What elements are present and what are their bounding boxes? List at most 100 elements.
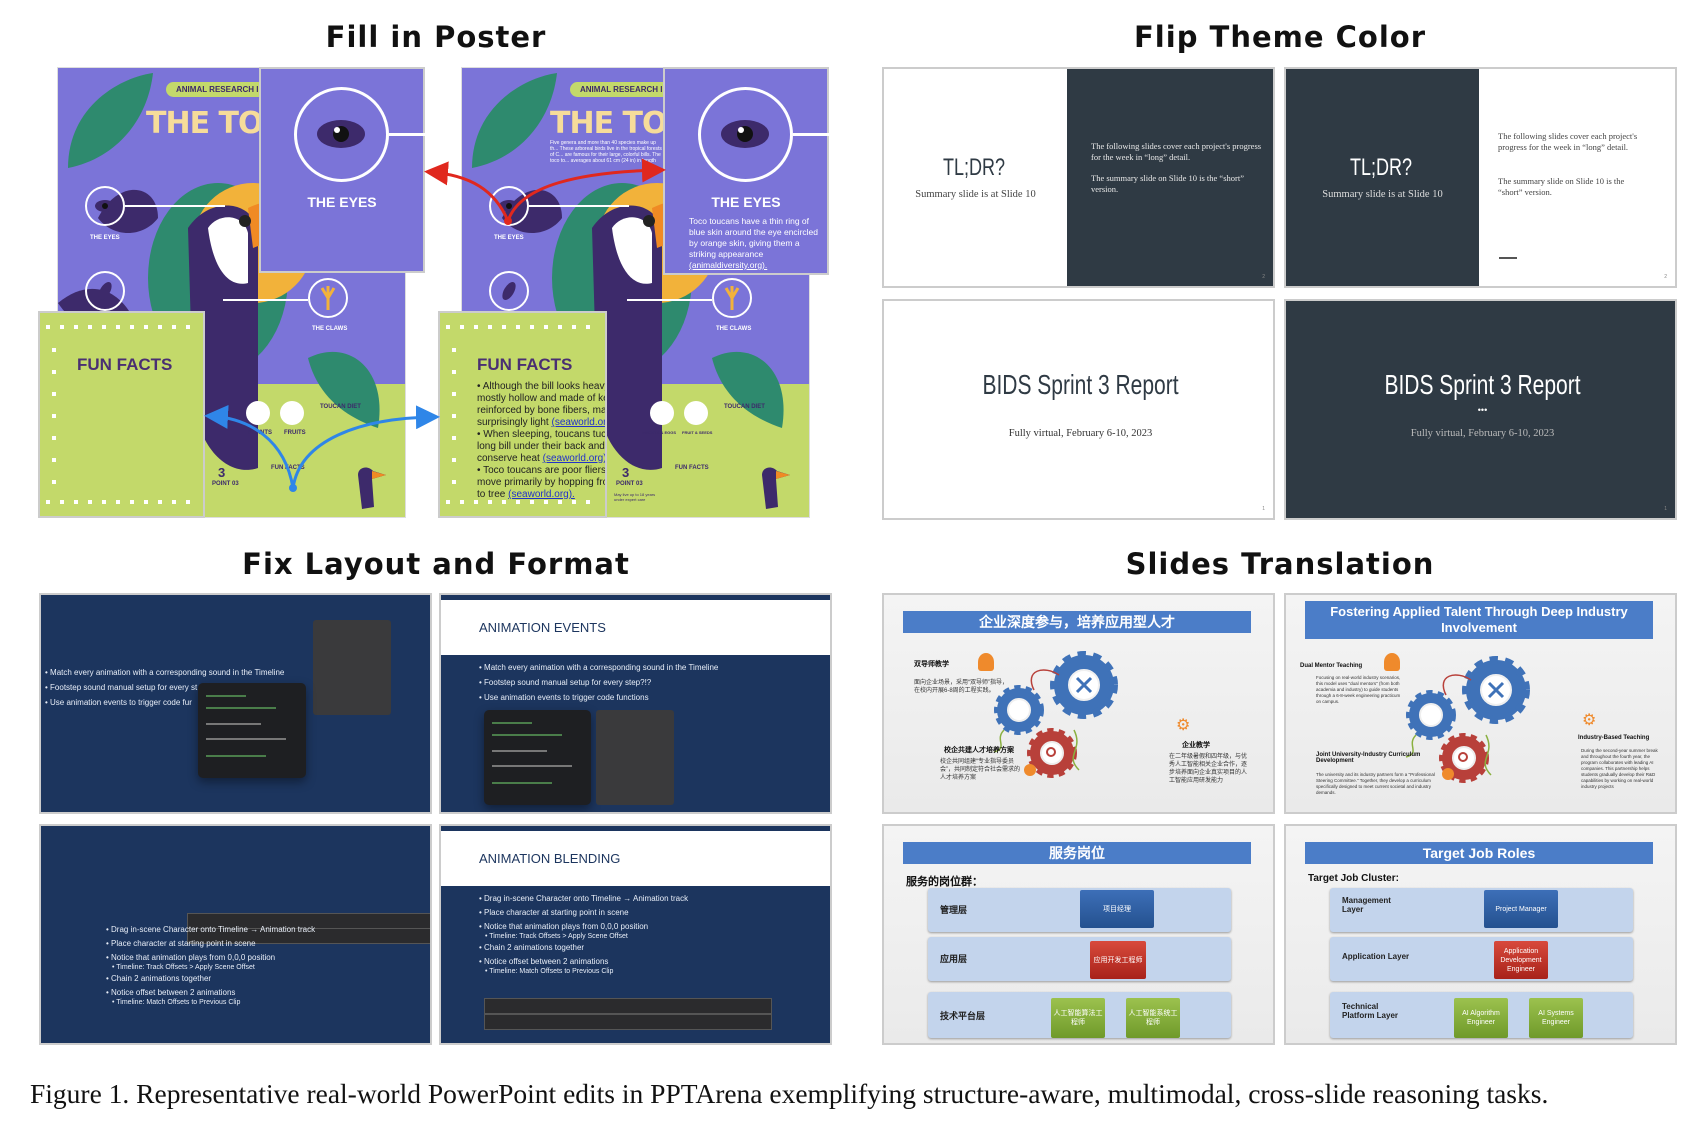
connector-line (529, 205, 629, 207)
layer-label: Technical Platform Layer (1342, 1002, 1399, 1020)
feather-icon (502, 281, 516, 301)
small-toucan-icon (762, 467, 790, 509)
dotted-border (52, 348, 56, 486)
bullet-text: Drag in-scene Character onto Timeline → … (111, 925, 316, 934)
claw-circle (308, 278, 348, 318)
bids-subtitle: Fully virtual, February 6-10, 2023 (1410, 428, 1555, 439)
bullet: • Drag in-scene Character onto Timeline … (479, 894, 689, 903)
slide-events-before[interactable]: • Match every animation with a correspon… (39, 593, 432, 814)
fruit-icon (684, 401, 708, 425)
dual-text: 面向企业场景，采用“双导师”指导，在校内开展6-8周的工程实践。 (914, 680, 1008, 694)
layer-label: 管理层 (940, 905, 968, 915)
industry-heading: Industry-Based Teaching (1578, 735, 1650, 741)
slide-tldr-before[interactable]: TL;DR? Summary slide is at Slide 10 The … (882, 67, 1275, 288)
point-number: 3 (622, 465, 630, 480)
bullet-text: Timeline: Match Offsets to Previous Clip (116, 999, 241, 1006)
feather-circle (85, 271, 125, 311)
bullet-text: Notice that animation plays from 0,0,0 p… (111, 953, 276, 962)
slide-translation-en-1[interactable]: Fostering Applied Talent Through Deep In… (1284, 593, 1677, 814)
fruit-seeds-label: FRUIT & SEEDS (682, 430, 713, 435)
connector-line (627, 299, 712, 301)
poster-intro-text: Five genera and more than 40 species mak… (550, 140, 662, 164)
bullet-text: Chain 2 animations together (111, 974, 212, 983)
feather-icon (98, 281, 112, 301)
code-screenshot (484, 710, 591, 805)
dual-text: Focusing on real-world industry scenario… (1316, 675, 1401, 704)
bullet-text: Timeline: Track Offsets > Apply Scene Of… (489, 933, 628, 940)
fact-source-link[interactable]: (seaworld.org). (508, 489, 575, 500)
bullet-text: Use animation events to trigger code fur (50, 698, 192, 707)
industry-text: During the second-year summer break and … (1581, 748, 1658, 789)
figure-caption: Figure 1. Representative real-world Powe… (30, 1078, 1549, 1109)
slide-header: ANIMATION BLENDING (441, 831, 830, 886)
bullet-text: Match every animation with a correspondi… (484, 663, 719, 672)
slide-translation-zh-1[interactable]: 企业深度参与，培养应用型人才 双导师教学 面向企业场景，采用“双导师”指导，在校… (882, 593, 1275, 814)
claw-circle (712, 278, 752, 318)
section-title-translation: Slides Translation (1125, 547, 1435, 581)
layer-band: 管理层 (928, 888, 1231, 932)
bullet: • Match every animation with a correspon… (479, 663, 719, 672)
fact-source-link[interactable]: (seaworld.org). (542, 453, 607, 464)
bullet: • Chain 2 animations together (479, 943, 585, 952)
bullet: • Match every animation with a correspon… (45, 668, 285, 677)
layer-label: Application Layer (1342, 952, 1410, 961)
point-label: POINT 03 (616, 481, 643, 487)
fact-item: • Toco toucans are poor fliers and move … (477, 465, 605, 501)
joint-heading: 校企共建人才培养方案 (944, 747, 1014, 754)
fact-text: • Although the bill looks heavy, it is m… (477, 381, 607, 428)
role-box: 人工智能系统工程师 (1126, 998, 1180, 1038)
red-arrow-left (424, 161, 510, 222)
role-box: 应用开发工程师 (1090, 941, 1146, 979)
fun-facts-box-after: FUN FACTS • Although the bill looks heav… (438, 311, 607, 518)
slide-tldr-after[interactable]: TL;DR? Summary slide is at Slide 10 The … (1284, 67, 1677, 288)
timeline-screenshot (187, 928, 430, 944)
slide-bids-before[interactable]: BIDS Sprint 3 Report Fully virtual, Febr… (882, 299, 1275, 520)
slide-translation-zh-2[interactable]: 服务岗位 服务的岗位群： 管理层 应用层 技术平台层 项目经理 应用开发工程师 … (882, 824, 1275, 1045)
cloud-icon (1384, 653, 1400, 671)
joint-heading: Joint University-Industry Curriculum Dev… (1316, 752, 1421, 764)
dotted-border (446, 500, 599, 504)
fun-facts-heading: FUN FACTS (77, 355, 173, 374)
slide-blending-after[interactable]: ANIMATION BLENDING • Drag in-scene Chara… (439, 824, 832, 1045)
the-eyes-heading: THE EYES (711, 194, 781, 210)
lifespan-text: May live up to 18 years under expert car… (614, 492, 656, 502)
bullet: • Use animation events to trigger code f… (45, 698, 192, 707)
slide-bids-after[interactable]: BIDS Sprint 3 Report ••• Fully virtual, … (1284, 299, 1677, 520)
eye-icon (317, 120, 365, 148)
tldr-paragraph-1: The following slides cover each project'… (1498, 131, 1638, 152)
cogs-icon: ⚙ (1582, 712, 1597, 729)
bullet: • Footstep sound manual setup for every … (479, 678, 652, 687)
bullet-text: Use animation events to trigger code fun… (484, 693, 649, 702)
info-icon (1024, 764, 1036, 776)
layer-label: 技术平台层 (940, 1011, 986, 1021)
connector-line (223, 299, 308, 301)
point-number: 3 (218, 465, 226, 480)
eyes-callout-before: THE EYES (259, 67, 427, 273)
bullet-text: Notice offset between 2 animations (111, 988, 236, 997)
animal-research-pill: ANIMAL RESEARCH I (570, 82, 673, 97)
eyes-source-link[interactable]: (animaldiversity.org). (689, 260, 768, 270)
bullet: • Timeline: Match Offsets to Previous Cl… (485, 968, 614, 975)
role-box: Project Manager (1484, 890, 1558, 928)
slide-translation-en-2[interactable]: Target Job Roles Target Job Cluster: Man… (1284, 824, 1677, 1045)
tldr-paragraph-2: The summary slide on Slide 10 is the “sh… (1498, 176, 1625, 197)
job-cluster-label: 服务的岗位群： (906, 876, 983, 888)
bullet: • Notice that animation plays from 0,0,0… (479, 922, 649, 931)
layer-label: Management Layer (1342, 896, 1391, 914)
dotted-border (452, 348, 456, 486)
bids-title: BIDS Sprint 3 Report (1384, 369, 1581, 400)
role-box: 项目经理 (1080, 890, 1154, 928)
slide-blending-before[interactable]: • Drag in-scene Character onto Timeline … (39, 824, 432, 1045)
dual-heading: Dual Mentor Teaching (1300, 663, 1363, 669)
bullet: • Drag in-scene Character onto Timeline … (106, 925, 316, 934)
bullet-text: Chain 2 animations together (484, 943, 585, 952)
dual-heading: 双导师教学 (914, 661, 949, 668)
role-box: Application Development Engineer (1494, 941, 1548, 979)
eyes-text: Toco toucans have a thin ring of blue sk… (689, 216, 818, 259)
slide-events-after[interactable]: ANIMATION EVENTS • Match every animation… (439, 593, 832, 814)
fill-poster-panel: ANIMAL RESEARCH I THE TOU THE EYES THE C… (0, 0, 846, 530)
bullet-text: Footstep sound manual setup for every st (50, 683, 198, 692)
role-box: 人工智能算法工程师 (1051, 998, 1105, 1038)
bullet: • Footstep sound manual setup for every … (45, 683, 198, 692)
fact-source-link[interactable]: (seaworld.org). (551, 417, 607, 428)
